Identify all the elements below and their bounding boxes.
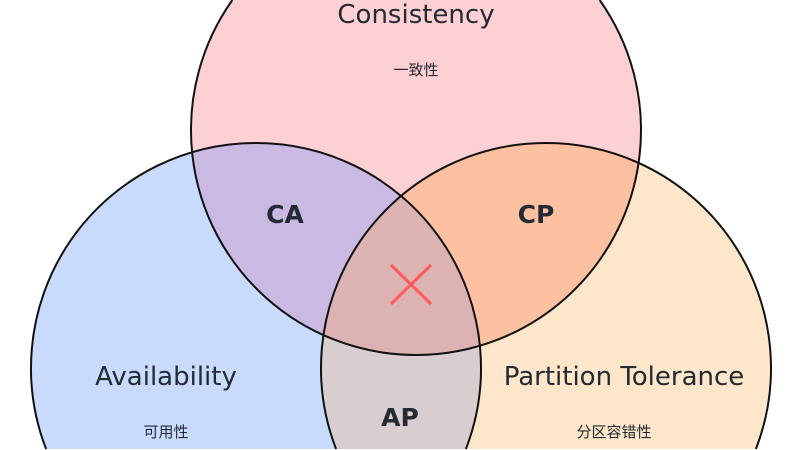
consistency-subtitle: 一致性 xyxy=(393,61,439,79)
partition-subtitle: 分区容错性 xyxy=(576,423,652,441)
cp-region xyxy=(321,142,642,356)
availability-subtitle: 可用性 xyxy=(143,423,189,441)
cross-icon xyxy=(389,263,433,306)
ca-label: CA xyxy=(266,200,304,229)
consistency-title: Consistency xyxy=(337,0,495,30)
partition-outline xyxy=(320,141,772,450)
cp-label: CP xyxy=(517,200,555,229)
consistency-outline xyxy=(190,0,642,356)
availability-outline xyxy=(30,141,482,450)
availability-title: Availability xyxy=(95,362,237,392)
partition-title: Partition Tolerance xyxy=(503,362,745,392)
ap-label: AP xyxy=(381,403,419,432)
